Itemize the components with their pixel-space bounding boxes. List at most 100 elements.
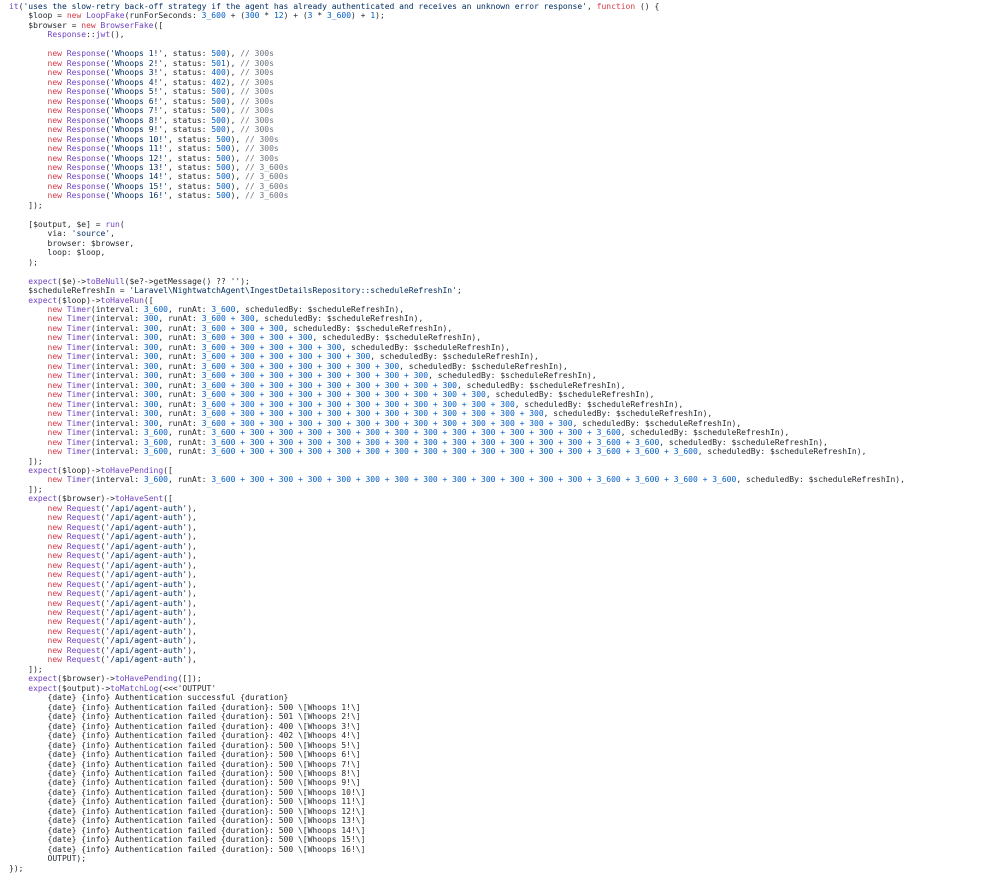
code-line: {date} {info} Authentication failed {dur… [9, 769, 994, 778]
text-token: ( [100, 541, 106, 551]
code-editor[interactable]: it('uses the slow-retry back-off strateg… [9, 2, 994, 873]
number-token: 3_600 + 300 + 300 + 300 + 300 + 300 + 30… [201, 390, 486, 400]
number-token: 402 [211, 77, 226, 87]
text-token: , status: [163, 58, 212, 68]
text-token: , status: [167, 172, 217, 182]
text-token: = [52, 11, 67, 21]
variable-token: $scheduleRefreshIn [326, 314, 414, 324]
string-token: '/api/agent-auth' [105, 655, 188, 665]
text-token [9, 466, 28, 475]
text-token: ( [119, 219, 125, 229]
keyword-token: new [47, 418, 67, 428]
text-token: ( [100, 551, 106, 561]
text-token: ), [187, 626, 197, 636]
text-token: ), [702, 409, 713, 419]
variable-token: $scheduleRefreshIn [384, 333, 472, 343]
number-token: 500 [211, 49, 226, 59]
keyword-token: new [47, 608, 67, 617]
text-token [9, 172, 48, 181]
text-token: () { [635, 2, 660, 11]
keyword-token: new [47, 579, 67, 589]
text-token: ( [57, 295, 62, 305]
text-token [9, 438, 48, 447]
text-token: ), [187, 560, 197, 570]
text-token: ( [100, 570, 106, 580]
text-token: , scheduledBy: [283, 323, 356, 333]
number-token: 300 [143, 314, 159, 324]
code-line: expect($e)->toBeNull($e?->getMessage() ?… [9, 277, 994, 286]
code-line: [$output, $e] = run( [9, 220, 994, 229]
string-token: '/api/agent-auth' [105, 522, 188, 532]
number-token: 3_600 [326, 11, 352, 21]
string-token: '/api/agent-auth' [105, 608, 188, 617]
text-token [9, 68, 48, 77]
function-token: toHaveRun [100, 295, 144, 305]
text-token: ( [105, 115, 111, 125]
text-token: (interval: [90, 323, 144, 333]
string-token: '/api/agent-auth' [105, 636, 188, 646]
string-token: '/api/agent-auth' [105, 598, 188, 608]
text-token [9, 182, 48, 191]
text-token [9, 589, 48, 598]
text-token: {date} {info} Authentication failed {dur… [9, 806, 366, 816]
function-token: Request [66, 513, 101, 523]
text-token: (interval: [90, 447, 144, 457]
text-token: , scheduledBy: [399, 361, 472, 371]
text-token [9, 371, 48, 380]
text-token [9, 504, 48, 513]
text-token: , runAt: [158, 380, 202, 390]
keyword-token: new [47, 162, 67, 172]
code-line: new Timer(interval: 300, runAt: 3_600 + … [9, 390, 994, 399]
function-token: toBeNull [86, 276, 125, 286]
function-token: Response [66, 96, 106, 106]
function-token: BrowserFake [100, 20, 154, 30]
text-token [9, 87, 48, 96]
text-token [9, 551, 48, 560]
text-token: (interval: [90, 342, 144, 352]
code-line: new Request('/api/agent-auth'), [9, 551, 994, 560]
text-token [9, 608, 48, 617]
function-token: Request [66, 589, 101, 599]
function-token: Response [66, 162, 106, 172]
code-line: new Request('/api/agent-auth'), [9, 646, 994, 655]
string-token: 'Whoops 11!' [110, 144, 168, 154]
keyword-token: new [47, 513, 67, 523]
text-token: ), [225, 68, 241, 78]
function-token: Response [66, 134, 106, 144]
text-token [9, 636, 48, 645]
code-line: new Request('/api/agent-auth'), [9, 532, 994, 541]
text-token: (interval: [90, 305, 144, 314]
code-line: new Request('/api/agent-auth'), [9, 542, 994, 551]
text-token: ), [187, 541, 197, 551]
text-token [9, 343, 48, 352]
text-token: , runAt: [158, 371, 202, 381]
function-token: Request [66, 579, 101, 589]
text-token [9, 674, 28, 683]
number-token: 3_600 + 300 + 300 + 300 + 300 + 300 + 30… [211, 428, 621, 438]
function-token: Request [66, 645, 101, 655]
number-token: 3_600 + 300 + 300 + 300 + 300 + 300 + 30… [211, 437, 660, 447]
number-token: 3_600 + 300 + 300 + 300 + 300 + 300 [201, 352, 371, 362]
comment-token: // 3_600s [245, 191, 289, 201]
text-token: )-> [71, 276, 87, 286]
text-token: , runAt: [158, 314, 202, 324]
text-token: * [312, 11, 327, 21]
code-line: new Response('Whoops 15!', status: 500),… [9, 182, 994, 191]
code-line: new Request('/api/agent-auth'), [9, 570, 994, 579]
text-token [9, 400, 48, 409]
text-token: [ [9, 219, 34, 229]
function-token: expect [28, 276, 58, 286]
code-line: {date} {info} Authentication failed {dur… [9, 760, 994, 769]
number-token: 500 [216, 162, 231, 172]
text-token: ( [18, 2, 24, 11]
variable-token: $browser [90, 238, 130, 248]
function-token: run [105, 219, 120, 229]
text-token: ), [500, 342, 510, 352]
number-token: 3_600 [143, 428, 168, 438]
text-token: ([ [163, 465, 173, 475]
text-token [9, 542, 48, 551]
text-token: ), [442, 323, 453, 333]
text-token [9, 135, 48, 144]
keyword-token: new [47, 314, 67, 324]
keyword-token: new [47, 172, 67, 182]
